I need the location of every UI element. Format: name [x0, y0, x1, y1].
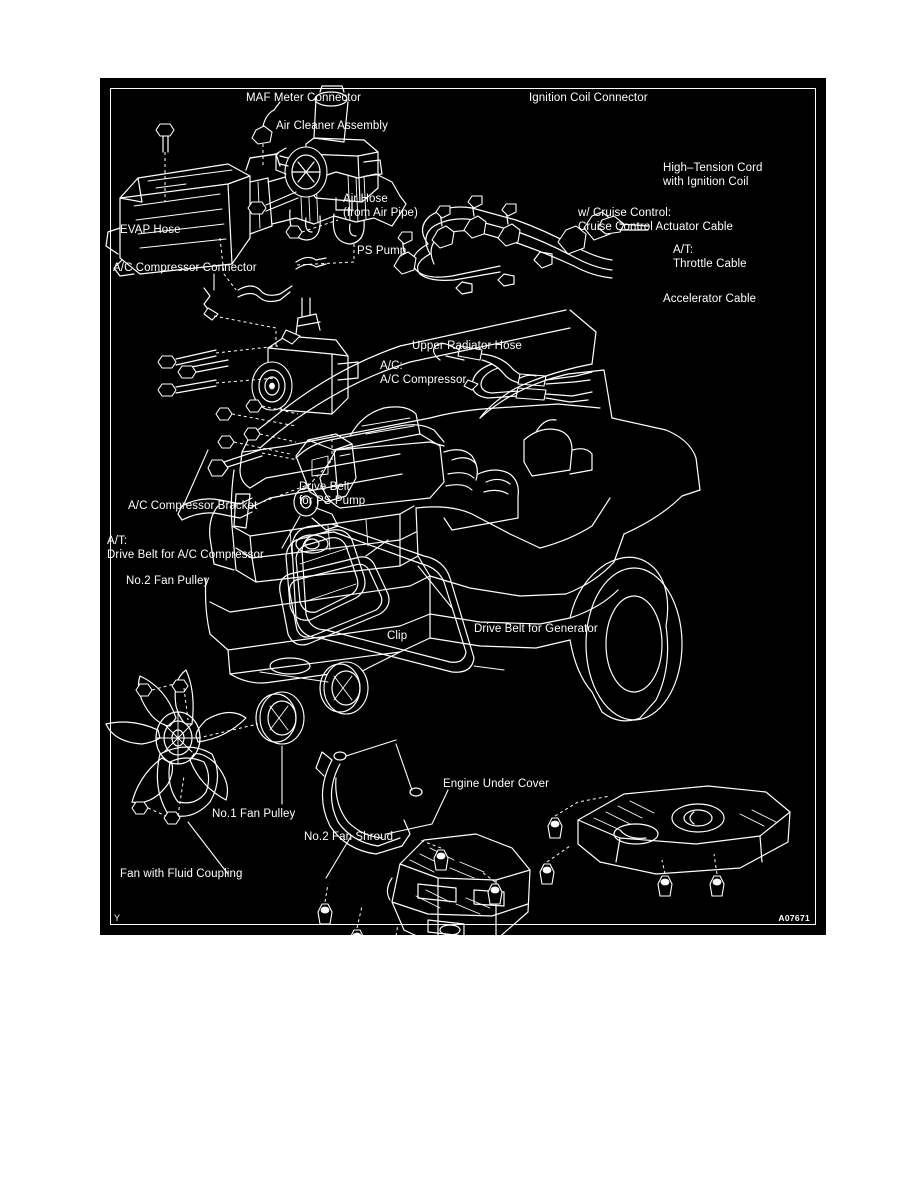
spark-plug-boot [497, 203, 521, 247]
label-no1-fan-pulley: No.1 Fan Pulley [212, 808, 296, 820]
vehicle-illustration [204, 309, 701, 722]
engine-under-cover-drawing [317, 785, 791, 935]
label-air-hose: Air Hose (from Air Pipe) [343, 193, 418, 219]
label-accelerator-cable: Accelerator Cable [663, 293, 757, 305]
high-tension-cord-drawing [393, 195, 649, 295]
clip-fastener [487, 883, 503, 905]
label-engine-under-cover: Engine Under Cover [443, 778, 549, 790]
bolt-icon [163, 811, 181, 825]
bolt-icon [245, 399, 263, 413]
label-no2-fan-pulley: No.2 Fan Pulley [126, 575, 210, 587]
label-ac-compressor: A/C: A/C Compressor [380, 360, 467, 386]
upper-radiator-hose-drawing [177, 434, 333, 529]
label-maf-meter-connector: MAF Meter Connector [246, 92, 362, 104]
label-drive-belt-generator: Drive Belt for Generator [474, 623, 598, 635]
label-no2-fan-shroud: No.2 Fan Shroud [304, 831, 394, 843]
inner-frame [110, 88, 816, 925]
bolt-icon [215, 407, 233, 421]
label-upper-radiator-hose: Upper Radiator Hose [412, 340, 522, 352]
bolt-icon [285, 225, 303, 239]
drive-belts-drawing [279, 523, 505, 673]
bolt-icon [247, 191, 299, 215]
spark-plug-boot [393, 231, 417, 275]
label-clip: Clip [387, 630, 408, 642]
bolt-icon [217, 435, 235, 449]
label-throttle-cable: A/T: Throttle Cable [673, 244, 747, 270]
fan-shroud-drawing [315, 739, 423, 879]
label-air-cleaner-assembly: Air Cleaner Assembly [276, 120, 388, 132]
label-high-tension-cord: High–Tension Cord with Ignition Coil [663, 162, 763, 188]
clip-fastener [317, 903, 333, 925]
label-ac-compressor-bracket: A/C Compressor Bracket [128, 500, 258, 512]
ignition-coil-connector-part [597, 215, 649, 235]
fan-assembly-drawing [105, 661, 369, 875]
label-ps-pump: PS Pump [357, 245, 407, 257]
bolt-icon [155, 123, 175, 153]
label-drive-belt-ps-pump: Drive Belt for PS Pump [299, 481, 366, 507]
bolt-icon [243, 427, 261, 441]
diagram-artwork [105, 85, 791, 935]
bolt-icon [131, 801, 149, 815]
spark-plug-boot [463, 195, 487, 239]
clip-fastener [350, 929, 364, 935]
clip-fastener [433, 849, 449, 871]
ps-pump-drawing [247, 85, 383, 239]
label-evap-hose: EVAP Hose [120, 224, 181, 236]
clip-fastener [547, 817, 563, 839]
bolt-icon [157, 379, 217, 397]
clip-fastener [709, 875, 725, 897]
clip-fastener [657, 875, 673, 897]
diagram-plate: MAF Meter Connector Air Cleaner Assembly… [100, 78, 826, 935]
label-cruise-control-cable: w/ Cruise Control: Cruise Control Actuat… [578, 207, 734, 233]
label-fan-with-fluid-coupling: Fan with Fluid Coupling [120, 868, 243, 880]
figure-code: A07671 [778, 913, 810, 923]
label-ignition-coil-connector: Ignition Coil Connector [529, 92, 648, 104]
label-ac-compressor-connector: A/C Compressor Connector [113, 262, 257, 274]
spark-plug-boot [431, 205, 455, 249]
clip-fastener [539, 863, 555, 885]
label-drive-belt-ac-compressor: A/T: Drive Belt for A/C Compressor [107, 535, 264, 561]
bolt-icon [135, 683, 153, 697]
air-cleaner-assembly-drawing [105, 101, 407, 303]
corner-marker: Y [114, 913, 121, 923]
bolt-icon [157, 349, 217, 369]
ac-compressor-bracket-drawing [207, 399, 357, 549]
ac-compressor-drawing [157, 273, 359, 415]
